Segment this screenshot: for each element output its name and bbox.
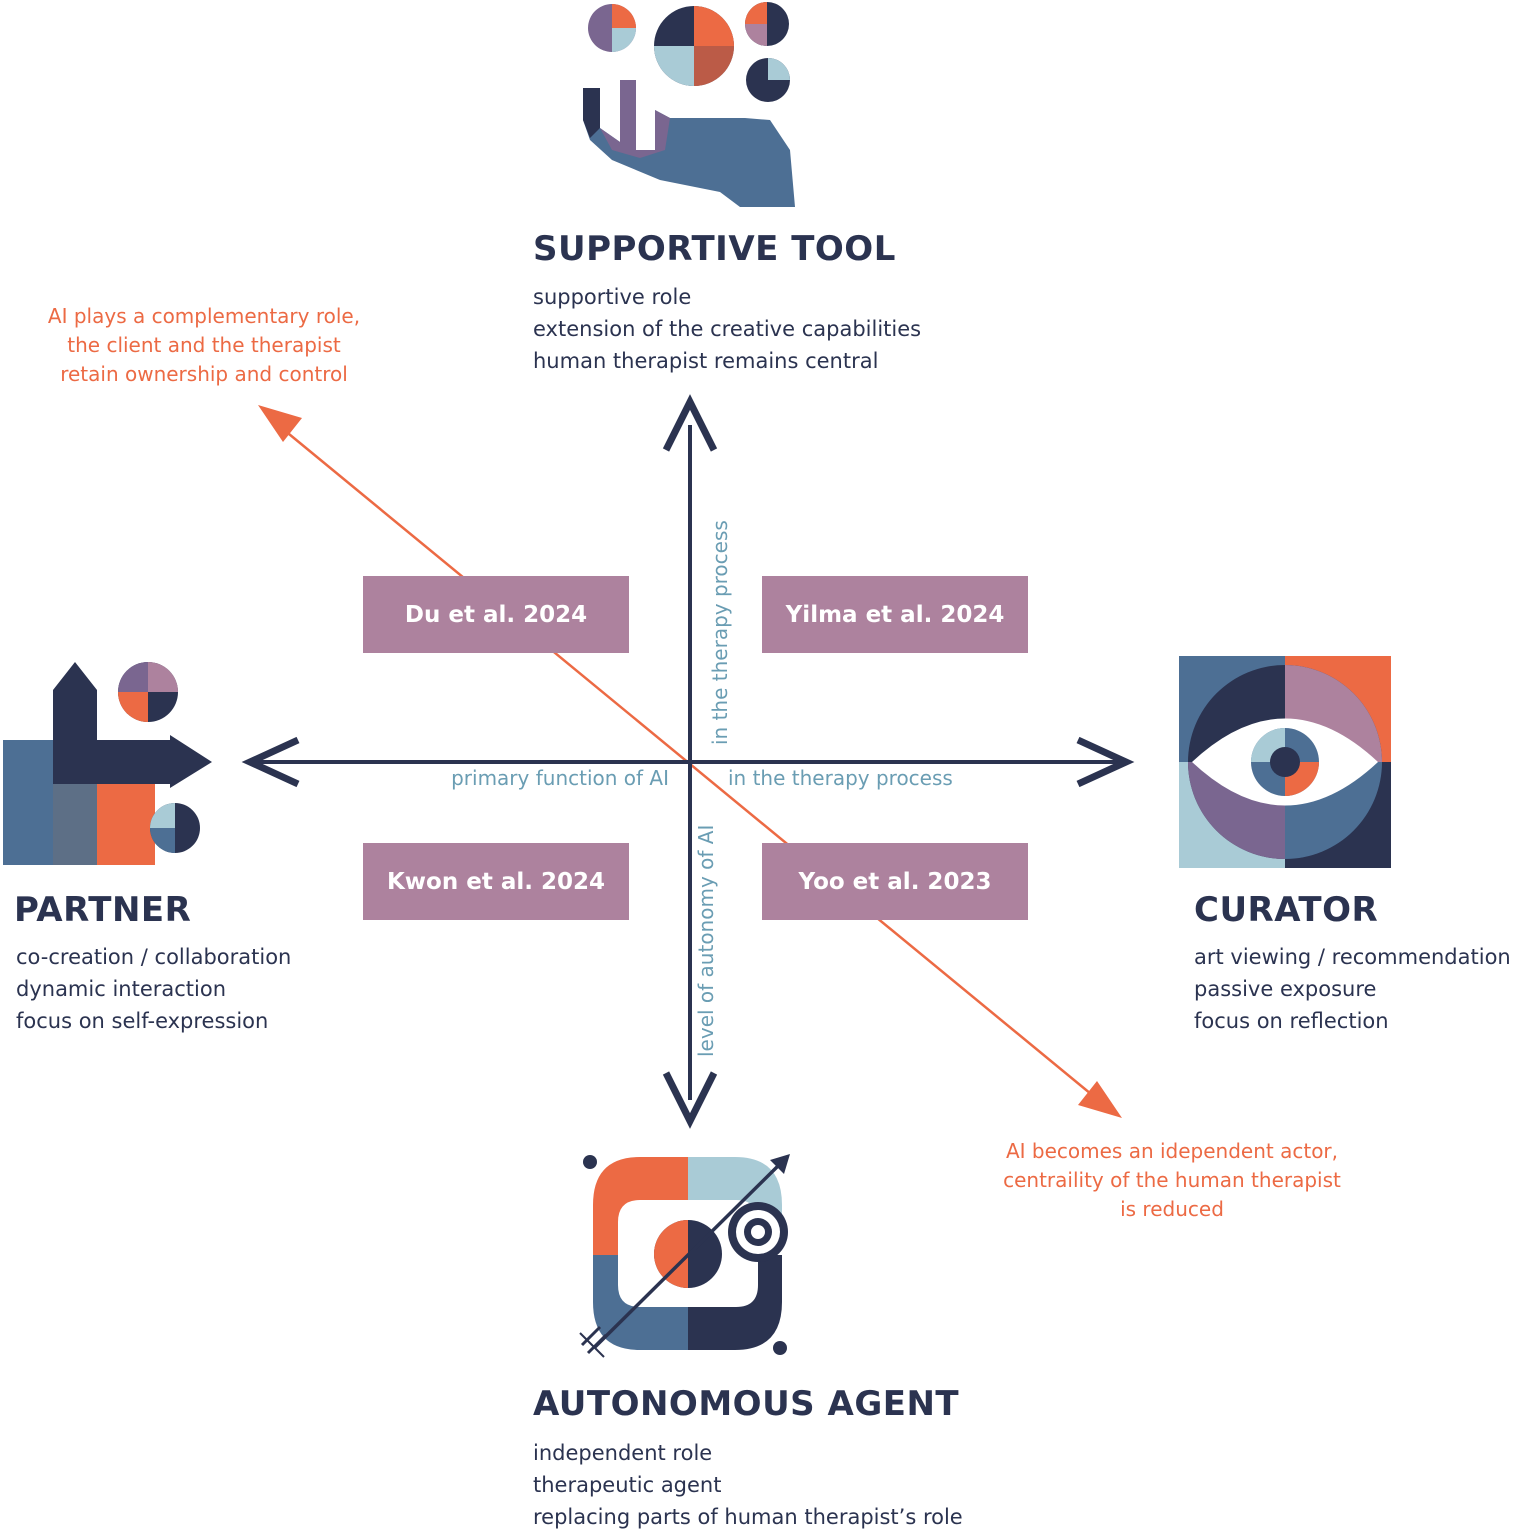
horizontal-arrow-right xyxy=(1076,736,1135,788)
study-box-yoo: Yoo et al. 2023 xyxy=(762,843,1028,920)
desc-line: focus on reflection xyxy=(1194,1009,1389,1033)
title-autonomous-agent: AUTONOMOUS AGENT xyxy=(533,1384,960,1424)
vertical-arrow-down xyxy=(662,1071,718,1129)
study-box-kwon: Kwon et al. 2024 xyxy=(363,843,629,920)
study-box-du: Du et al. 2024 xyxy=(363,576,629,653)
desc-line: passive exposure xyxy=(1194,977,1377,1001)
desc-partner: co-creation / collaboration dynamic inte… xyxy=(16,941,291,1037)
study-box-yilma: Yilma et al. 2024 xyxy=(762,576,1028,653)
desc-autonomous-agent: independent role therapeutic agent repla… xyxy=(533,1437,963,1533)
horizontal-arrow-left xyxy=(241,736,300,788)
desc-line: focus on self-expression xyxy=(16,1009,269,1033)
desc-line: extension of the creative capabilities xyxy=(533,317,922,341)
note-complementary-role: AI plays a complementary role, the clien… xyxy=(47,304,361,386)
desc-line: co-creation / collaboration xyxy=(16,945,292,969)
axis-label-horizontal-left: primary function of AI xyxy=(451,766,669,790)
desc-supportive-tool: supportive role extension of the creativ… xyxy=(533,281,921,377)
diagonal-arrowhead-top-left xyxy=(258,405,302,442)
note-independent-actor: AI becomes an idependent actor, centrail… xyxy=(1003,1139,1341,1221)
diagonal-arrowhead-bottom-right xyxy=(1078,1081,1122,1118)
desc-line: therapeutic agent xyxy=(533,1473,722,1497)
title-supportive-tool: SUPPORTIVE TOOL xyxy=(533,229,896,269)
desc-line: art viewing / recommendation xyxy=(1194,945,1511,969)
desc-line: human therapist remains central xyxy=(533,349,879,373)
title-partner: PARTNER xyxy=(14,890,192,930)
axis-label-horizontal-right: in the therapy process xyxy=(728,766,953,790)
desc-line: dynamic interaction xyxy=(16,977,227,1001)
title-curator: CURATOR xyxy=(1194,890,1379,930)
desc-line: replacing parts of human therapist’s rol… xyxy=(533,1505,963,1529)
desc-line: independent role xyxy=(533,1441,713,1465)
desc-line: supportive role xyxy=(533,285,692,309)
vertical-arrow-up xyxy=(662,394,718,452)
desc-curator: art viewing / recommendation passive exp… xyxy=(1194,941,1511,1037)
